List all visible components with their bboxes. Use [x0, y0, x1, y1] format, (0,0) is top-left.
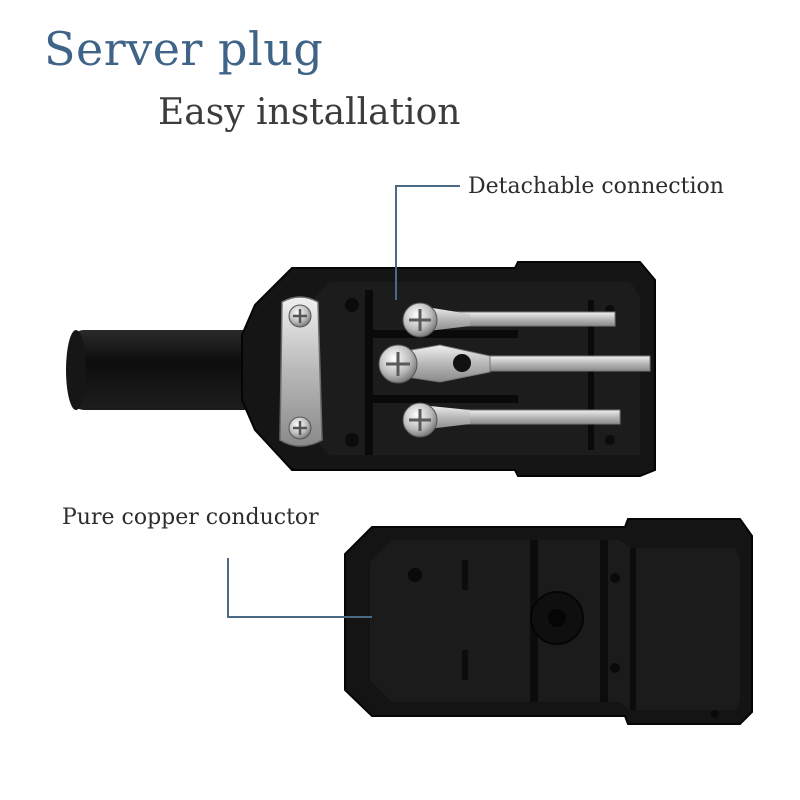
leader-line-detachable: [395, 185, 460, 300]
leader-line-copper: [227, 558, 372, 618]
callout-pure-copper-conductor: Pure copper conductor: [62, 505, 319, 530]
page-subtitle: Easy installation: [158, 92, 461, 133]
callout-detachable-connection: Detachable connection: [468, 174, 724, 199]
terminal-screw-middle: [378, 344, 418, 384]
plug-cover: [344, 518, 753, 725]
terminal-screw-bottom: [402, 402, 438, 438]
pin-bottom: [420, 405, 621, 430]
cable-clamp: [279, 296, 323, 447]
pin-middle: [399, 344, 651, 383]
cable: [66, 330, 260, 410]
terminal-screw-top: [402, 302, 438, 338]
plug-open-view: [66, 261, 656, 477]
page-title: Server plug: [44, 22, 324, 76]
